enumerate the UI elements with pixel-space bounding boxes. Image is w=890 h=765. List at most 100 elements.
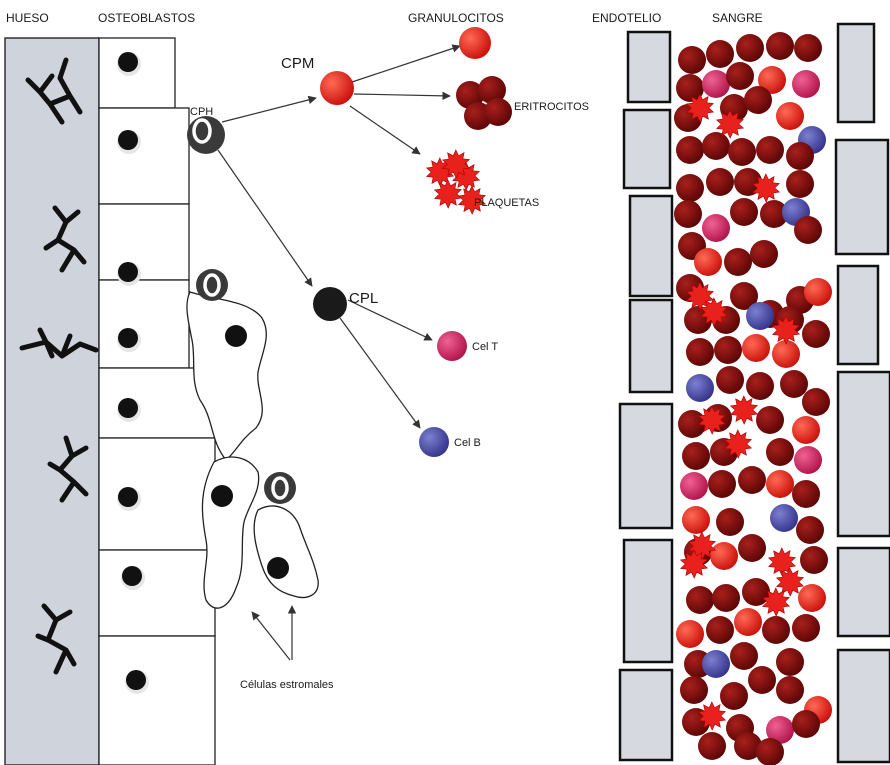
endothelium-right xyxy=(834,22,890,764)
blood-cell xyxy=(686,338,714,366)
arrow-cpl-celt xyxy=(347,299,433,341)
blood-cell xyxy=(686,586,714,614)
blood-cell xyxy=(776,648,804,676)
blood-cell xyxy=(786,170,814,198)
osteocyte-group xyxy=(19,57,99,675)
blood-cell xyxy=(804,278,832,306)
hsc-ring xyxy=(271,476,289,500)
osteoblast-box-3 xyxy=(98,203,190,281)
blood-cell xyxy=(772,340,800,368)
osteocyte-4 xyxy=(47,435,89,503)
stromal-nucleus xyxy=(267,557,289,579)
blood-cell xyxy=(796,516,824,544)
osteoblast-nucleus xyxy=(118,328,138,348)
osteoblast-nucleus xyxy=(118,398,138,418)
arrow-cph-cpm xyxy=(221,95,317,123)
hsc-ring xyxy=(203,273,221,297)
granulocito-cell xyxy=(459,27,491,59)
blood-cell xyxy=(766,716,794,744)
blood-cell xyxy=(746,372,774,400)
blood-cell xyxy=(728,138,756,166)
blood-cell xyxy=(792,614,820,642)
blood-cell xyxy=(766,438,794,466)
bone-column xyxy=(4,37,100,765)
blood-cell xyxy=(676,74,704,102)
label-endotelio: ENDOTELIO xyxy=(592,11,661,25)
blood-cell xyxy=(742,334,770,362)
blood-cell xyxy=(766,32,794,60)
blood-cell xyxy=(682,506,710,534)
blood-cell xyxy=(726,62,754,90)
blood-cell xyxy=(716,508,744,536)
osteoblast-box-6 xyxy=(98,437,216,551)
label-hueso: HUESO xyxy=(6,11,49,25)
osteoblast-nuclei xyxy=(117,52,149,694)
blood-cell xyxy=(800,546,828,574)
label-eritrocitos: ERITROCITOS xyxy=(514,101,589,113)
blood-platelet xyxy=(715,109,745,139)
blood-cell xyxy=(792,710,820,738)
arrow-cpm-plaquetas xyxy=(349,105,421,155)
blood-cell xyxy=(706,168,734,196)
blood-cell xyxy=(706,616,734,644)
blood-cell xyxy=(716,366,744,394)
blood-cell xyxy=(794,34,822,62)
hsc-cell xyxy=(196,269,228,301)
cel-b-cell xyxy=(419,427,449,457)
arrow-stromal-1 xyxy=(251,611,291,661)
blood-cell xyxy=(760,200,788,228)
label-cph: CPH xyxy=(190,106,213,118)
blood-cell xyxy=(758,66,786,94)
blood-cells xyxy=(674,32,832,765)
osteoblast-box-1 xyxy=(98,37,176,109)
blood-cell xyxy=(702,650,730,678)
arrow-cpl-celb xyxy=(339,317,421,429)
arrow-cph-cpl xyxy=(217,149,313,287)
blood-cell xyxy=(676,174,704,202)
stromal-cell-2 xyxy=(201,456,260,609)
cpm-cell xyxy=(320,71,354,105)
blood-platelet xyxy=(771,315,801,345)
arrow-cpm-eritrocitos xyxy=(353,91,451,101)
osteocyte-1 xyxy=(25,57,83,125)
blood-cell xyxy=(734,732,762,760)
blood-cell xyxy=(702,132,730,160)
hsc-cells xyxy=(196,269,296,504)
blood-cell xyxy=(680,472,708,500)
label-plaquetas: PLAQUETAS xyxy=(474,197,539,209)
blood-cell xyxy=(706,40,734,68)
osteoblast-nucleus xyxy=(118,262,138,282)
osteocyte-5 xyxy=(35,603,77,675)
blood-cell xyxy=(744,86,772,114)
blood-platelet xyxy=(751,173,781,203)
blood-cell xyxy=(750,240,778,268)
blood-cell xyxy=(680,676,708,704)
blood-cell xyxy=(792,70,820,98)
cpl-cell xyxy=(313,287,347,321)
blood-cell xyxy=(698,732,726,760)
label-cpm: CPM xyxy=(281,55,314,72)
label-cel-t: Cel T xyxy=(472,341,498,353)
label-cel-b: Cel B xyxy=(454,437,481,449)
blood-platelet xyxy=(723,429,753,459)
blood-cell xyxy=(756,738,784,765)
endothelium-left xyxy=(618,30,674,762)
blood-cell xyxy=(756,406,784,434)
stromal-cell-3 xyxy=(253,505,319,599)
osteoblast-box-8 xyxy=(98,635,216,765)
label-celulas-estromales: Células estromales xyxy=(240,679,334,691)
stromal-nucleus xyxy=(211,485,233,507)
osteoblast-box-2 xyxy=(98,107,190,205)
blood-cell xyxy=(756,136,784,164)
osteocyte-2 xyxy=(43,205,87,273)
blood-cell xyxy=(678,46,706,74)
hsc-cell xyxy=(264,472,296,504)
label-sangre: SANGRE xyxy=(712,11,763,25)
lineage-arrows xyxy=(217,44,461,661)
arrow-cpm-granulocitos xyxy=(351,44,461,83)
blood-cell xyxy=(794,216,822,244)
blood-cell xyxy=(676,136,704,164)
blood-cell xyxy=(682,442,710,470)
